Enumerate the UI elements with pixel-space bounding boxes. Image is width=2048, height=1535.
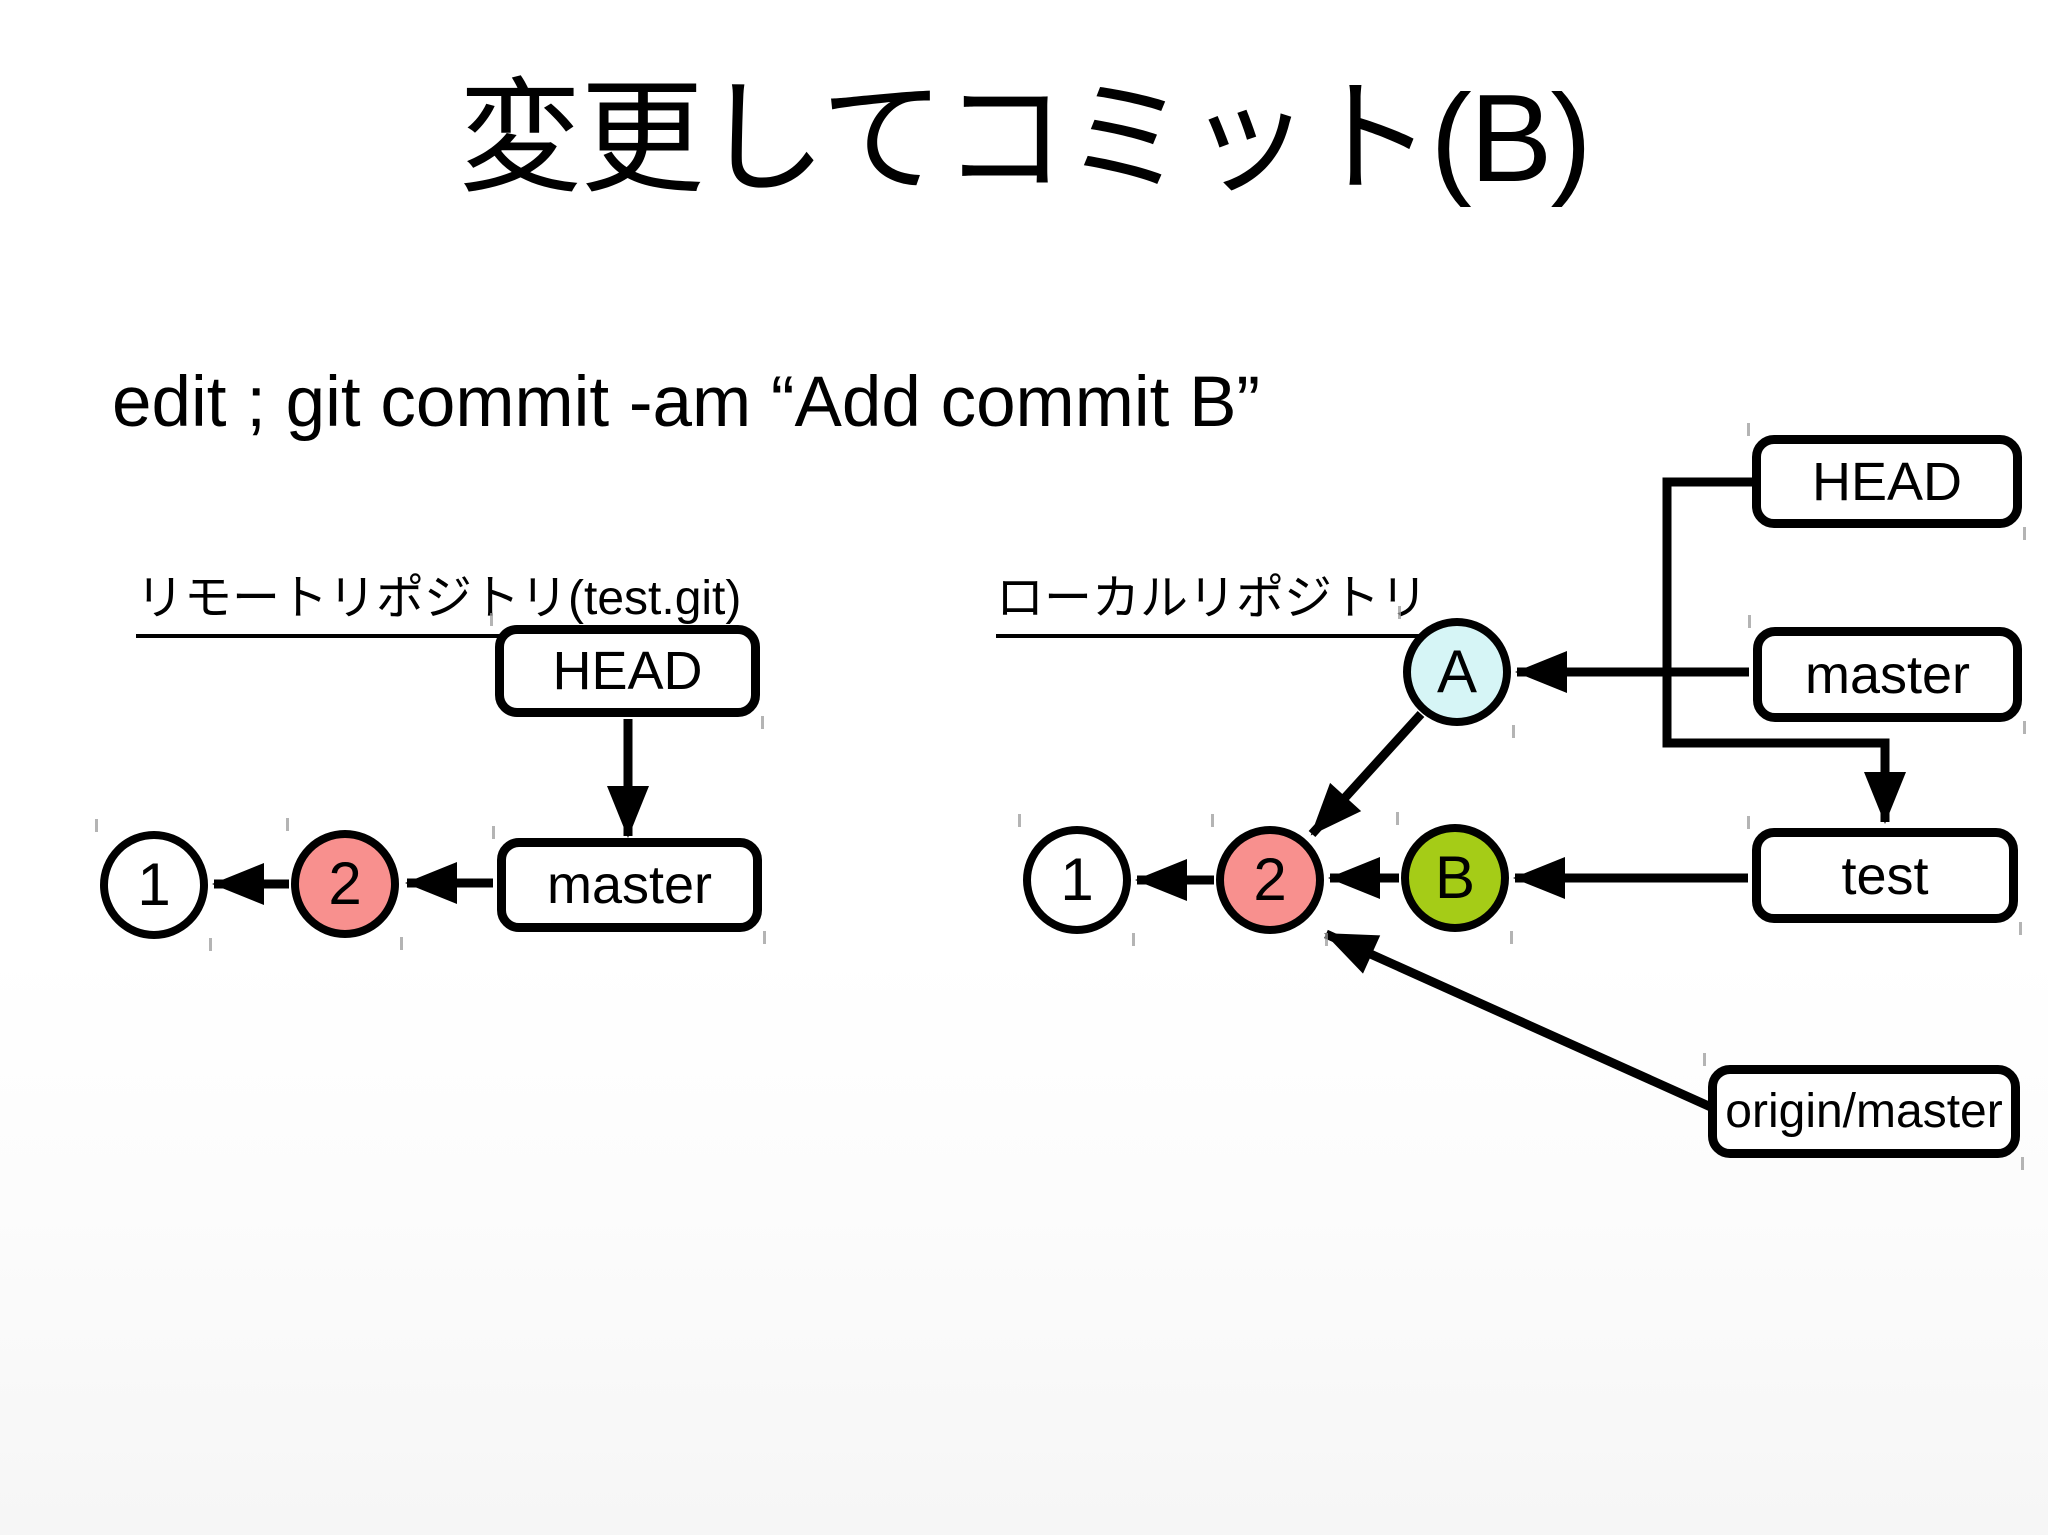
local-commit-2-label: 2 [1253, 846, 1287, 913]
local-commit-b-label: B [1434, 844, 1476, 911]
local-commit-a-label: A [1436, 638, 1478, 705]
remote-master-label: master [546, 855, 713, 915]
local-repo-label: ローカルリポジトリ [996, 558, 1429, 638]
arrow-local-commit-a-to-commit2 [1308, 710, 1425, 838]
remote-commit-2-label: 2 [328, 850, 362, 917]
local-commit-1: 1 [1023, 826, 1131, 934]
local-commit-2: 2 [1216, 826, 1324, 934]
local-master-label: master [1804, 644, 1971, 705]
arrow-local-origin-master-to-commit2 [1324, 929, 1715, 1113]
slide-title: 変更してコミット(B) [458, 70, 1592, 208]
remote-head-label: HEAD [552, 641, 703, 701]
arrow-local-head-to-test [1662, 477, 1906, 824]
git-command-text: edit ; git commit -am “Add commit B” [112, 363, 1261, 442]
local-head-label: HEAD [1811, 451, 1963, 512]
remote-head-box: HEAD [495, 625, 760, 717]
local-commit-1-label: 1 [1060, 846, 1094, 913]
local-origin-master-label: origin/master [1725, 1084, 2003, 1138]
guide-ticks [95, 423, 2026, 1170]
remote-commit-1-label: 1 [137, 851, 171, 918]
remote-commit-1: 1 [100, 831, 208, 939]
local-origin-master-box: origin/master [1708, 1065, 2020, 1158]
local-master-box: master [1753, 627, 2022, 722]
local-test-box: test [1752, 828, 2018, 923]
local-test-label: test [1841, 845, 1929, 906]
local-commit-b: B [1401, 824, 1509, 932]
remote-repo-label: リモートリポジトリ(test.git) [136, 558, 742, 638]
local-head-box: HEAD [1752, 435, 2022, 528]
remote-master-box: master [497, 838, 762, 932]
local-commit-a: A [1403, 618, 1511, 726]
remote-commit-2: 2 [291, 830, 399, 938]
